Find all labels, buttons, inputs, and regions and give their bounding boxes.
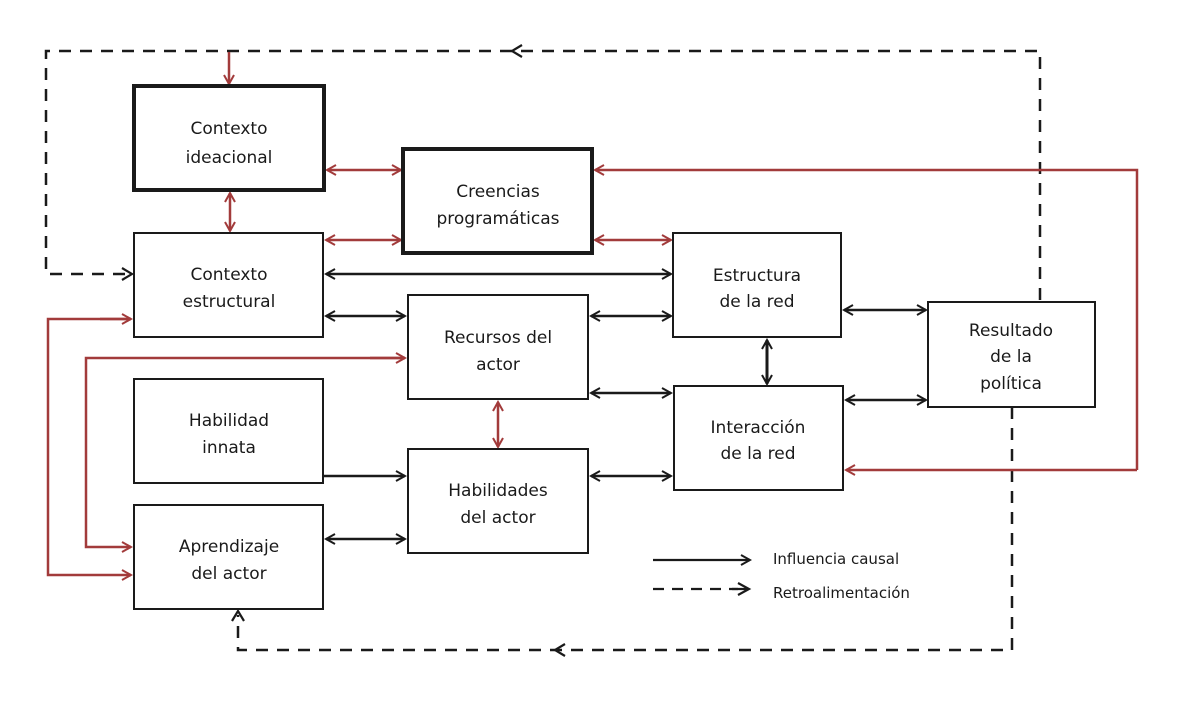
feedback-line-top xyxy=(44,49,1042,300)
feedback-arrowhead-top xyxy=(509,44,523,58)
box-label-line: ideacional xyxy=(186,148,273,168)
box-contexto-estructural: Contexto estructural xyxy=(133,232,324,338)
box-label-line: Resultado xyxy=(969,321,1053,341)
red-arrows xyxy=(46,52,1139,575)
box-resultado-politica: Resultado de la política xyxy=(927,301,1096,408)
box-label-line: Habilidad xyxy=(189,411,269,431)
box-label-line: Contexto xyxy=(191,119,268,139)
box-label-line: del actor xyxy=(460,508,535,528)
box-label-line: de la xyxy=(990,347,1032,367)
box-estructura-red: Estructura de la red xyxy=(672,232,842,338)
box-interaccion-red: Interacción de la red xyxy=(673,385,844,491)
box-label-line: Habilidades xyxy=(448,481,548,501)
arrow-loop-outer xyxy=(46,317,131,575)
box-label-line: Estructura xyxy=(713,266,801,286)
box-label-line: de la red xyxy=(720,444,795,464)
legend-feedback-arrowhead xyxy=(732,582,752,596)
feedback-loop xyxy=(44,44,1042,657)
box-label-line: Creencias xyxy=(456,182,540,202)
box-habilidad-innata: Habilidad innata xyxy=(133,378,324,484)
feedback-line-bottom xyxy=(236,407,1014,652)
legend: Influencia causal Retroalimentación xyxy=(653,550,910,602)
box-label-line: Contexto xyxy=(191,265,268,285)
box-habilidades-actor: Habilidades del actor xyxy=(407,448,589,554)
box-label-line: Recursos del xyxy=(444,328,552,348)
box-label-line: actor xyxy=(476,355,520,375)
arrow-resultado-creencias xyxy=(595,170,1139,470)
box-label-line: política xyxy=(980,374,1042,394)
legend-causal-label: Influencia causal xyxy=(773,550,899,568)
box-creencias-programaticas: Creencias programáticas xyxy=(401,147,594,255)
feedback-arrowhead-bottom xyxy=(552,643,566,657)
box-label-line: innata xyxy=(202,438,256,458)
box-label-line: Aprendizaje xyxy=(179,537,279,557)
black-arrows xyxy=(323,274,926,539)
box-label-line: programáticas xyxy=(437,209,560,229)
box-recursos-actor: Recursos del actor xyxy=(407,294,589,400)
box-label-line: del actor xyxy=(191,564,266,584)
feedback-arrowhead-aprendizaje xyxy=(231,608,245,622)
feedback-arrowhead-contexto-estructural xyxy=(121,267,135,281)
legend-feedback-label: Retroalimentación xyxy=(773,584,910,602)
box-contexto-ideacional: Contexto ideacional xyxy=(132,84,326,192)
box-label-line: de la red xyxy=(719,292,794,312)
box-label-line: Interacción xyxy=(711,418,806,438)
arrow-loop-inner xyxy=(84,356,405,547)
box-label-line: estructural xyxy=(183,292,276,312)
box-aprendizaje-actor: Aprendizaje del actor xyxy=(133,504,324,610)
